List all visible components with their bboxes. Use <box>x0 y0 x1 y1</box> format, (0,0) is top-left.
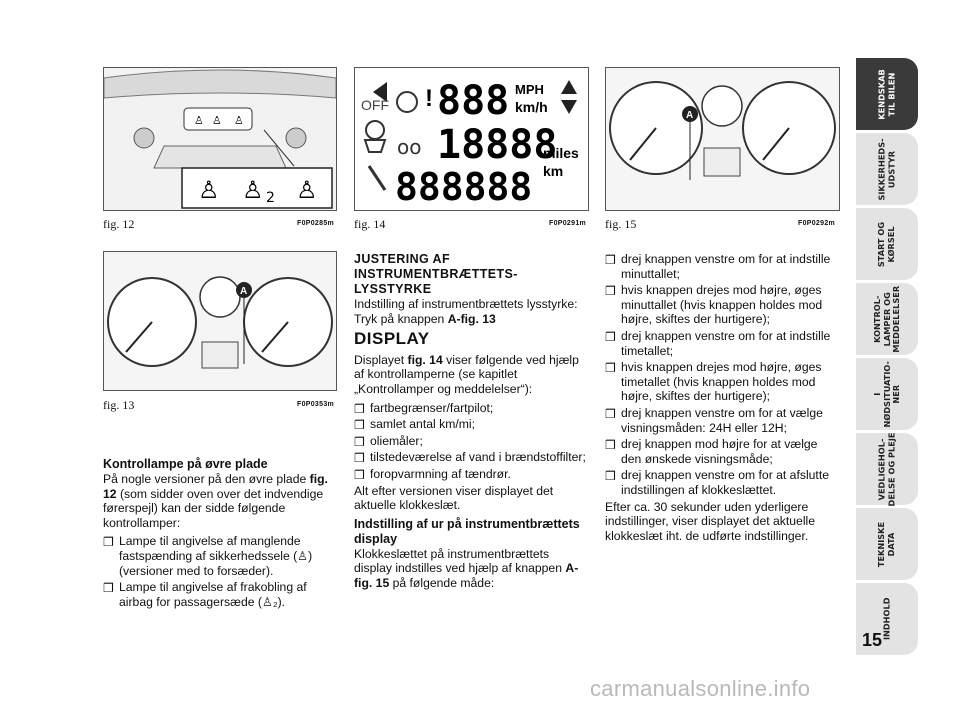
list-item: ❒samlet antal km/mi; <box>354 417 475 433</box>
fig15-caption: fig. 15 <box>605 217 637 231</box>
brightness-heading: JUSTERING AF INSTRUMENTBRÆTTETS-LYSSTYRK… <box>354 252 518 296</box>
button-a-marker: A <box>240 286 247 297</box>
svg-text:!: ! <box>425 85 433 112</box>
tab-sikkerhed[interactable]: SIKKERHEDS- UDSTYR <box>856 133 918 205</box>
instrument-cluster-illustration: A <box>104 252 336 390</box>
list-item: ❒Lampe til angivelse af frakobling af ai… <box>103 580 307 609</box>
tab-kontrollamper[interactable]: KONTROL- LAMPER OG MEDDELELSER <box>856 283 918 355</box>
checkbox-icon: ❒ <box>605 284 616 299</box>
figure-13: A <box>103 251 337 391</box>
brightness-text: Indstilling af instrumentbrættets lyssty… <box>354 297 578 326</box>
svg-text:♙: ♙ <box>296 176 318 204</box>
list-item: ❒tilstedeværelse af vand i brændstoffilt… <box>354 450 586 466</box>
clock-setting-text: Klokkeslættet på instrumentbrættets disp… <box>354 546 579 590</box>
svg-text:♙: ♙ <box>242 176 264 204</box>
clock-setting-heading: Indstilling af ur på instrumentbrættets … <box>354 516 580 546</box>
column-1: Kontrollampe på øvre plade På nogle vers… <box>103 457 335 611</box>
tab-noedsituationer[interactable]: I NØDSITUATIO- NER <box>856 358 918 430</box>
checkbox-icon: ❒ <box>354 467 365 482</box>
svg-text:♙: ♙ <box>198 176 220 204</box>
page-number: 15 <box>862 630 883 650</box>
list-item: ❒drej knappen venstre om for at vælge vi… <box>605 405 823 435</box>
list-item: ❒oliemåler; <box>354 433 423 449</box>
fig15-code: F0P0292m <box>798 220 836 227</box>
list-item: ❒Lampe til angivelse af manglende fastsp… <box>103 534 313 578</box>
airbag-label: 2 <box>266 190 275 206</box>
display-off: OFF <box>361 97 389 113</box>
display-mph: MPH <box>515 82 544 97</box>
checkbox-icon: ❒ <box>605 406 616 421</box>
warning-light-heading: Kontrollampe på øvre plade <box>103 457 268 471</box>
tab-kendskab[interactable]: KENDSKAB TIL BILEN <box>856 58 918 130</box>
list-item: ❒drej knappen venstre om for at indstill… <box>605 252 831 281</box>
clock-note: Alt efter versionen viser displayet det … <box>354 483 554 513</box>
checkbox-icon: ❒ <box>605 438 616 453</box>
list-item: ❒drej knappen venstre om for at indstill… <box>605 328 831 358</box>
display-km: km <box>543 163 563 179</box>
column-2: JUSTERING AF INSTRUMENTBRÆTTETS-LYSSTYRK… <box>354 252 587 595</box>
display-heading: DISPLAY <box>354 329 430 349</box>
display-trip-digits: 888888 <box>395 165 532 209</box>
fig14-caption: fig. 14 <box>354 217 386 231</box>
svg-text:oo: oo <box>397 135 421 159</box>
display-segments-illustration: OFF ! 888 MPH km/h oo 18888 miles km 888… <box>355 68 588 210</box>
tab-start[interactable]: START OG KØRSEL <box>856 208 918 280</box>
display-odo-digits: 18888 <box>437 122 557 168</box>
closing-note: Efter ca. 30 sekunder uden yderligere in… <box>605 499 816 543</box>
list-item: ❒fartbegrænser/fartpilot; <box>354 400 494 416</box>
fig-ref: fig. 12 <box>103 472 328 501</box>
column-3: ❒drej knappen venstre om for at indstill… <box>605 252 838 547</box>
knob-a-marker: A <box>686 110 693 121</box>
watermark: carmanualsonline.info <box>590 676 811 701</box>
tab-vedligeholdelse[interactable]: VEDLIGEHOL- DELSE OG PLEJE <box>856 432 918 506</box>
checkbox-icon: ❒ <box>354 418 365 433</box>
checkbox-icon: ❒ <box>354 401 365 416</box>
checkbox-icon: ❒ <box>605 253 616 267</box>
list-item: ❒hvis knappen drejes mod højre, øges min… <box>605 283 823 327</box>
figure-12: ♙ ♙ ♙ ♙ ♙ 2 ♙ <box>103 67 337 211</box>
checkbox-icon: ❒ <box>605 361 616 376</box>
svg-text:♙: ♙ <box>234 114 244 127</box>
fig14-code: F0P0291m <box>549 220 587 227</box>
instrument-cluster-knob-illustration: A <box>606 68 839 210</box>
display-intro: Displayet fig. 14 viser følgende ved hjæ… <box>354 352 579 396</box>
figure-15: A <box>605 67 840 211</box>
checkbox-icon: ❒ <box>354 434 365 449</box>
fig12-code: F0P0285m <box>297 220 335 227</box>
fig13-code: F0P0353m <box>297 401 335 408</box>
checkbox-icon: ❒ <box>103 535 114 550</box>
list-item: ❒foropvarmning af tændrør. <box>354 466 511 482</box>
checkbox-icon: ❒ <box>605 329 616 344</box>
list-item: ❒drej knappen mod højre for at vælge den… <box>605 437 818 466</box>
display-speed-digits: 888 <box>437 78 509 124</box>
svg-text:♙: ♙ <box>194 114 204 127</box>
checkbox-icon: ❒ <box>605 469 616 484</box>
list-item: ❒hvis knappen drejes mod højre, øges tim… <box>605 360 822 404</box>
overhead-panel-illustration: ♙ ♙ ♙ ♙ ♙ 2 ♙ <box>104 68 336 210</box>
fig12-caption: fig. 12 <box>103 217 135 231</box>
svg-text:♙: ♙ <box>212 114 222 127</box>
warning-light-intro: På nogle versioner på den øvre plade fig… <box>103 472 328 530</box>
tab-tekniske-data[interactable]: TEKNISKE DATA <box>856 508 918 580</box>
display-kmh: km/h <box>515 99 548 115</box>
checkbox-icon: ❒ <box>354 451 365 466</box>
fig13-caption: fig. 13 <box>103 398 135 412</box>
tab-indhold[interactable]: INDHOLD <box>856 583 918 655</box>
list-item: ❒drej knappen venstre om for at afslutte… <box>605 468 829 497</box>
display-miles: miles <box>543 145 579 161</box>
checkbox-icon: ❒ <box>103 581 114 596</box>
figure-14: OFF ! 888 MPH km/h oo 18888 miles km 888… <box>354 67 589 211</box>
